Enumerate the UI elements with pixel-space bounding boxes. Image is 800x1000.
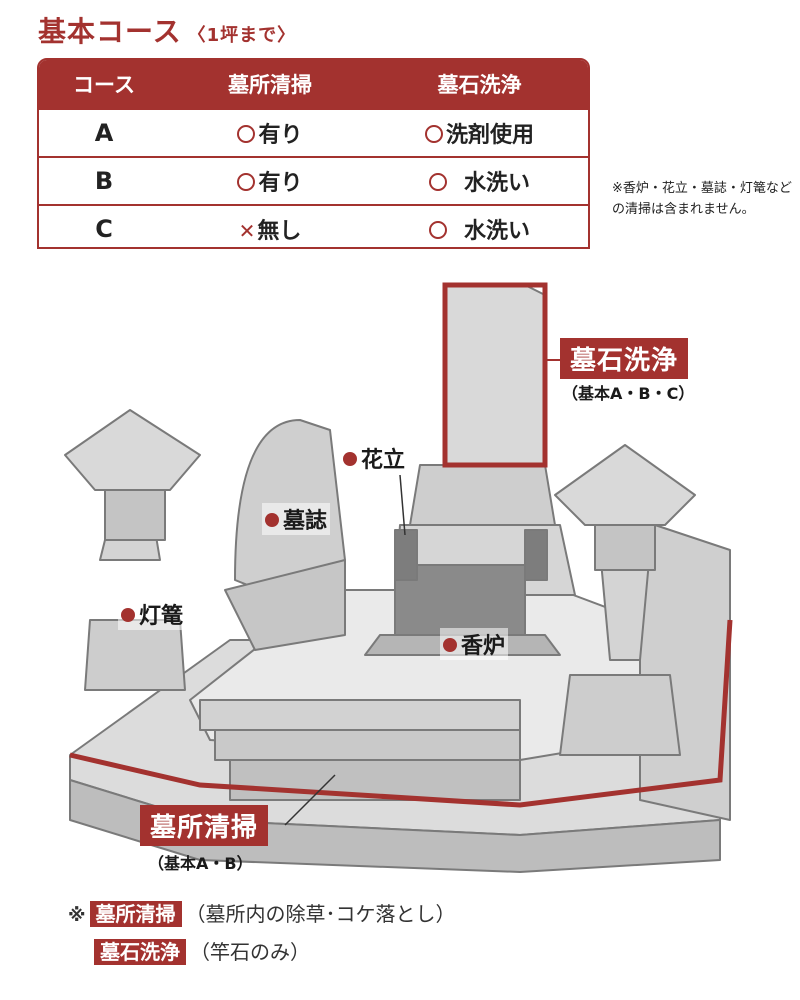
circle-icon	[428, 173, 447, 191]
hanatate-leader	[399, 474, 406, 536]
tombstone-base-2	[409, 464, 556, 526]
circle-icon	[424, 125, 443, 143]
course-cell: B	[39, 156, 169, 205]
label-boshi-text: 墓誌	[283, 509, 328, 534]
tag-washing: 墓石洗浄	[560, 338, 689, 379]
tag-washing-sub: （基本A・B・C）	[562, 384, 695, 403]
right-lantern-box	[594, 524, 656, 571]
title-text: 基本コース	[38, 15, 182, 48]
cleaning-leader	[284, 774, 336, 826]
tag-cleaning-sub: （基本A・B）	[148, 854, 253, 873]
marker-dot	[265, 513, 279, 527]
table-row: C ✕無し 水洗い	[39, 204, 588, 247]
table-row: B 有り 水洗い	[39, 156, 588, 205]
washing-cell: 水洗い	[371, 156, 588, 205]
marker-dot	[443, 638, 457, 652]
washing-cell: 洗剤使用	[371, 108, 588, 157]
exclusion-note: ※香炉・花立・墓誌・灯篭などの清掃は含まれません。	[612, 181, 792, 217]
legend-desc: （墓所内の除草･コケ落とし）	[185, 902, 456, 926]
page-title: 基本コース〈1坪まで〉	[38, 10, 296, 50]
legend-row-washing: 墓石洗浄（竿石のみ）	[94, 936, 310, 965]
label-hanatate-text: 花立	[361, 448, 406, 473]
legend-star: ※	[68, 905, 86, 926]
label-toro-text: 灯篭	[139, 604, 184, 629]
cross-icon: ✕	[238, 219, 256, 243]
cleaning-value: 無し	[257, 219, 302, 244]
legend-desc: （竿石のみ）	[190, 940, 310, 964]
cleaning-cell: 有り	[169, 156, 371, 205]
label-hanatate: 花立	[340, 442, 409, 474]
table-row: A 有り 洗剤使用	[39, 108, 588, 157]
label-toro: 灯篭	[118, 598, 187, 630]
legend-chip: 墓所清掃	[89, 901, 182, 927]
legend-row-cleaning: ※墓所清掃（墓所内の除草･コケ落とし）	[68, 898, 456, 927]
marker-dot	[121, 608, 135, 622]
circle-icon	[237, 173, 256, 191]
cleaning-cell: 有り	[169, 108, 371, 157]
circle-icon	[428, 221, 447, 239]
washing-value: 水洗い	[463, 219, 530, 244]
left-lantern-base	[84, 619, 186, 691]
cleaning-value: 有り	[258, 171, 303, 196]
right-lantern-roof	[554, 444, 696, 526]
grave-illustration	[64, 282, 733, 873]
step-top	[199, 699, 521, 731]
cleaning-value: 有り	[258, 123, 303, 148]
course-table-grid: コース 墓所清掃 墓石洗浄 A 有り 洗剤使用 B 有り 水洗い C ✕無し 水…	[39, 60, 588, 247]
label-koro-text: 香炉	[461, 634, 506, 659]
header-course: コース	[39, 60, 169, 109]
right-lantern-base	[559, 674, 681, 756]
left-lantern-box	[104, 489, 166, 541]
label-koro: 香炉	[440, 628, 509, 660]
legend-chip: 墓石洗浄	[94, 939, 186, 965]
cleaning-cell: ✕無し	[169, 204, 371, 247]
header-washing: 墓石洗浄	[371, 60, 588, 109]
table-header-row: コース 墓所清掃 墓石洗浄	[39, 60, 588, 109]
course-table: コース 墓所清掃 墓石洗浄 A 有り 洗剤使用 B 有り 水洗い C ✕無し 水…	[37, 58, 590, 249]
course-cell: A	[39, 108, 169, 157]
washing-value: 水洗い	[463, 171, 530, 196]
washing-cell: 水洗い	[371, 204, 588, 247]
cleaning-highlight	[69, 619, 733, 808]
label-boshi: 墓誌	[262, 503, 331, 535]
flower-vase-left	[394, 529, 418, 581]
header-cleaning: 墓所清掃	[169, 60, 371, 109]
flower-vase-right	[524, 529, 548, 581]
step-mid	[214, 729, 521, 761]
washing-highlight	[442, 282, 548, 468]
base-front-face	[69, 779, 721, 873]
course-cell: C	[39, 204, 169, 247]
left-lantern-roof	[64, 409, 201, 491]
title-sub: 〈1坪まで〉	[187, 25, 297, 46]
boshi-base	[224, 559, 346, 651]
tag-cleaning: 墓所清掃	[140, 805, 269, 846]
circle-icon	[237, 125, 256, 143]
grave-diagram: 花立 墓誌 灯篭 香炉 墓石洗浄 （基本A・B・C） 墓所清掃 （基本A・B）	[0, 260, 800, 885]
washing-value: 洗剤使用	[445, 123, 534, 148]
sao-ishi	[444, 284, 546, 466]
marker-dot	[343, 452, 357, 466]
